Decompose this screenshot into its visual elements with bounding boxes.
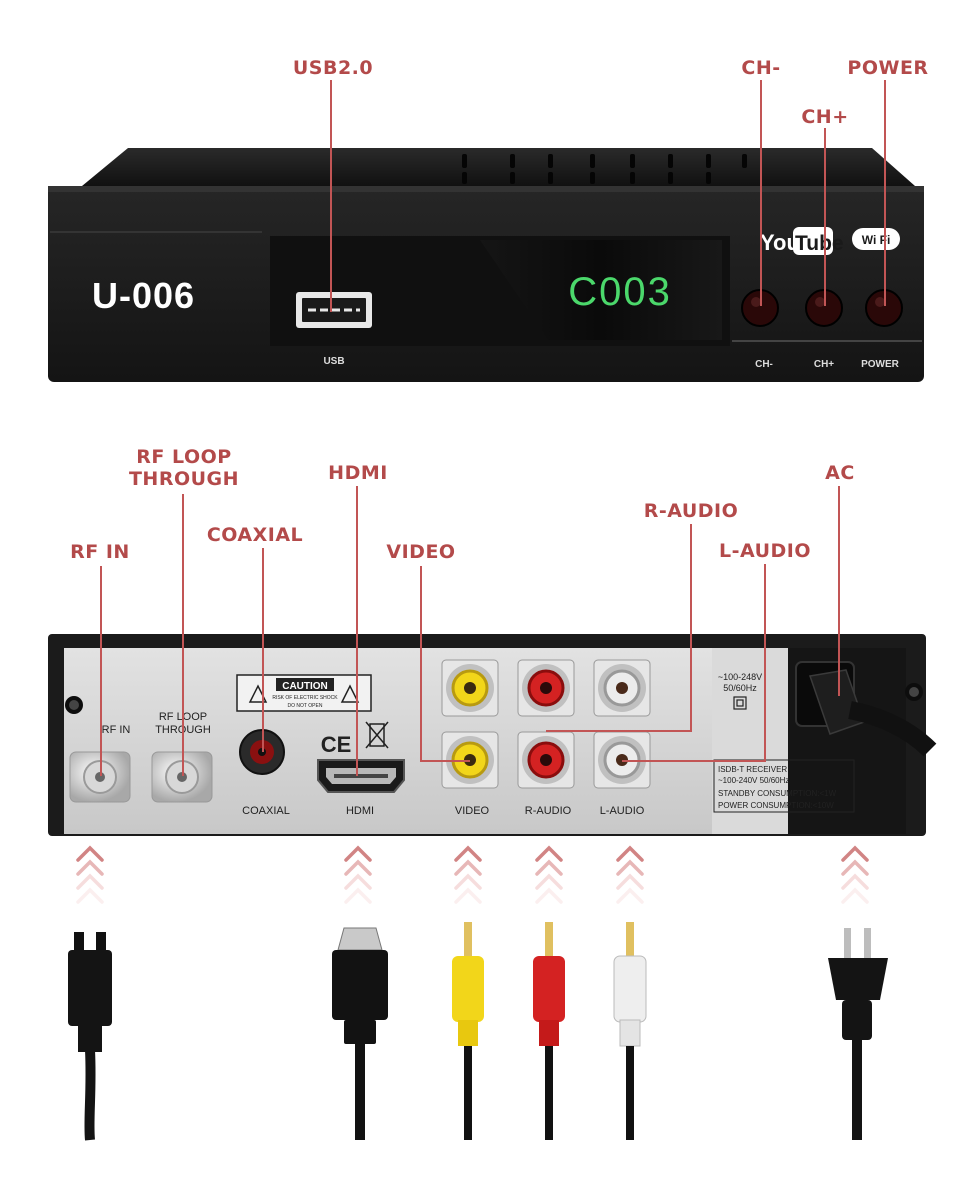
arrow-l-audio	[616, 845, 644, 904]
usb-leader-line	[330, 80, 332, 312]
hdmi-port-label: HDMI	[346, 805, 374, 817]
rf-loop-callout-line2: THROUGH	[128, 468, 240, 490]
video-callout: VIDEO	[386, 541, 456, 563]
hdmi-leader-line	[356, 486, 358, 776]
hdmi-port[interactable]	[317, 759, 405, 793]
coaxial-port-label: COAXIAL	[242, 805, 290, 817]
arrow-video	[454, 845, 482, 904]
ac-callout: AC	[825, 462, 855, 484]
svg-text:Tube: Tube	[795, 232, 844, 255]
ch-plus-label: CH+	[814, 359, 834, 370]
rf-in-port[interactable]	[69, 751, 131, 803]
power-button[interactable]	[865, 289, 903, 327]
svg-text:RISK OF ELECTRIC SHOCK: RISK OF ELECTRIC SHOCK	[272, 695, 338, 701]
l-audio-port-label: L-AUDIO	[600, 805, 645, 817]
ch-minus-leader-line	[760, 80, 762, 306]
screw-right	[905, 683, 923, 701]
arrow-hdmi	[344, 845, 372, 904]
wifi-logo: Wi Fi	[852, 228, 900, 250]
ch-plus-callout: CH+	[801, 106, 849, 128]
screw-left	[65, 696, 83, 714]
l-audio-leader-horizontal	[622, 760, 766, 762]
ac-power-cord[interactable]	[795, 661, 937, 757]
l-audio-leader-line	[764, 564, 766, 762]
rca-red-cable	[533, 922, 565, 1140]
usb-port-label: USB	[323, 356, 344, 367]
rf-coax-cable	[68, 932, 112, 1141]
rf-loop-callout: RF LOOP THROUGH	[124, 446, 244, 490]
arrow-rf	[76, 845, 104, 904]
vent-slots	[462, 154, 747, 184]
usb-callout: USB2.0	[292, 57, 374, 79]
ch-minus-callout: CH-	[741, 57, 781, 79]
l-audio-callout: L-AUDIO	[718, 540, 812, 562]
youtube-logo: You Tube	[760, 227, 844, 255]
cables	[68, 845, 888, 1141]
rca-top-1[interactable]	[441, 659, 499, 717]
rf-in-port-label: RF IN	[102, 724, 131, 736]
video-port-label: VIDEO	[455, 805, 490, 817]
ac-plug	[828, 928, 888, 1140]
ch-minus-label: CH-	[755, 359, 773, 370]
svg-text:DO NOT OPEN: DO NOT OPEN	[288, 703, 323, 709]
svg-text:~100-240V 50/60Hz: ~100-240V 50/60Hz	[718, 776, 789, 785]
rf-loop-leader-line	[182, 494, 184, 776]
rf-loop-callout-line1: RF LOOP	[136, 446, 232, 468]
video-leader-line	[420, 566, 422, 761]
power-callout: POWER	[847, 57, 929, 79]
coaxial-leader-line	[262, 548, 264, 752]
display-readout: C003	[568, 270, 672, 314]
r-audio-port[interactable]	[517, 731, 575, 789]
r-audio-leader-horizontal	[546, 730, 692, 732]
video-leader-horizontal	[420, 760, 470, 762]
usb-port[interactable]	[296, 292, 372, 328]
double-insulation-icon	[733, 696, 747, 710]
coaxial-port[interactable]	[239, 729, 285, 775]
svg-text:POWER CONSUMPTION:<10W: POWER CONSUMPTION:<10W	[718, 801, 834, 810]
svg-text:CAUTION: CAUTION	[282, 681, 328, 692]
rca-yellow-cable	[452, 922, 484, 1140]
voltage-label-2: 50/60Hz	[723, 683, 757, 693]
receiver-rear: RF IN RF LOOP THROUGH CAUTION RISK OF EL…	[48, 634, 937, 836]
hdmi-cable	[332, 927, 388, 1140]
svg-text:Wi Fi: Wi Fi	[862, 233, 891, 247]
rca-top-2[interactable]	[517, 659, 575, 717]
spec-box: ISDB-T RECEIVER ~100-240V 50/60Hz STANDB…	[713, 759, 855, 813]
caution-label: CAUTION RISK OF ELECTRIC SHOCK DO NOT OP…	[236, 674, 372, 712]
rf-in-callout: RF IN	[70, 541, 130, 563]
svg-text:ISDB-T RECEIVER: ISDB-T RECEIVER	[718, 765, 787, 774]
voltage-label-1: ~100-248V	[718, 672, 762, 682]
video-port[interactable]	[441, 731, 499, 789]
power-leader-line	[884, 80, 886, 306]
rf-in-leader-line	[100, 566, 102, 776]
arrow-r-audio	[535, 845, 563, 904]
model-name: U-006	[92, 275, 195, 316]
hdmi-callout: HDMI	[328, 462, 388, 484]
weee-bin-icon	[365, 721, 389, 749]
arrow-ac	[841, 845, 869, 904]
display-window	[480, 240, 722, 340]
r-audio-leader-line	[690, 524, 692, 732]
r-audio-port-label: R-AUDIO	[525, 805, 572, 817]
r-audio-callout: R-AUDIO	[643, 500, 739, 522]
svg-text:STANDBY CONSUMPTION:<1W: STANDBY CONSUMPTION:<1W	[718, 789, 837, 798]
ch-plus-leader-line	[824, 128, 826, 306]
ce-mark: CE	[321, 732, 352, 757]
rca-top-3[interactable]	[593, 659, 651, 717]
receiver-front: U-006 USB C003 You Tube Wi Fi CH- CH+ PO…	[48, 148, 924, 382]
ac-leader-line	[838, 486, 840, 696]
power-label: POWER	[861, 359, 900, 370]
rca-white-cable	[613, 922, 647, 1140]
coaxial-callout: COAXIAL	[206, 524, 304, 546]
